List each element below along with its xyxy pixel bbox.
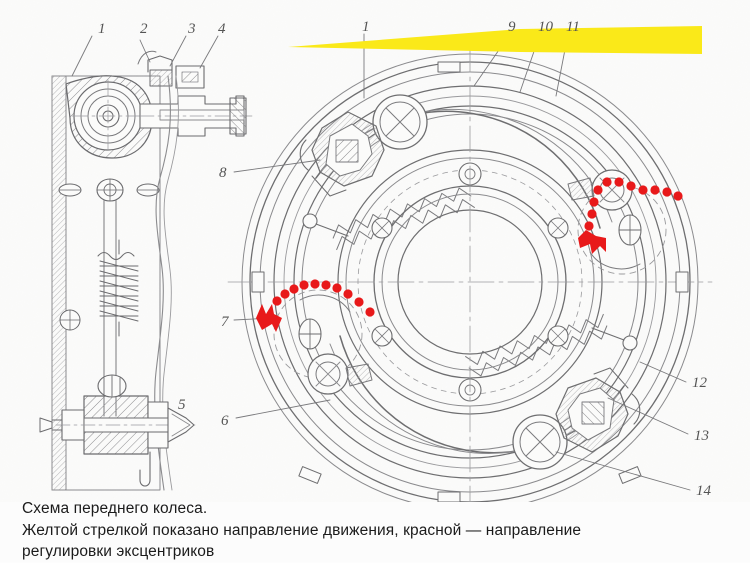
callout-8: 8	[219, 165, 227, 181]
callout-11: 11	[566, 19, 580, 35]
wheel-cylinder-lower	[512, 327, 641, 470]
caption-line-1: Схема переднего колеса.	[22, 500, 208, 517]
caption-line-2: Желтой стрелкой показано направление дви…	[22, 521, 582, 539]
callout-1-upper: 1	[362, 19, 370, 35]
callout-3: 3	[188, 21, 196, 37]
callout-9: 9	[508, 19, 516, 35]
lower-hub-section	[39, 374, 197, 487]
callout-5: 5	[178, 397, 186, 413]
callout-4: 4	[218, 21, 226, 37]
leader-lines	[71, 33, 691, 491]
callout-14: 14	[696, 483, 711, 499]
callout-2: 2	[140, 21, 148, 37]
callout-6: 6	[221, 413, 229, 429]
eccentric-adjuster-left	[273, 289, 373, 395]
eccentric-adjust-arrow-right	[578, 177, 683, 254]
eccentric-adjuster-right	[567, 169, 667, 275]
callout-1: 1	[98, 21, 106, 37]
figure-caption: Схема переднего колеса. Желтой стрелкой …	[22, 498, 734, 563]
direction-of-motion-arrow	[288, 26, 702, 54]
callout-13: 13	[694, 428, 709, 444]
technical-drawing	[0, 0, 750, 502]
wheel-cylinder-upper	[299, 94, 428, 237]
callout-7: 7	[221, 314, 229, 330]
section-view-left	[39, 50, 253, 491]
callout-12: 12	[692, 375, 707, 391]
callout-10: 10	[538, 19, 553, 35]
caption-line-3: регулировки эксцентриков	[22, 543, 215, 560]
eccentric-adjust-arrow-left	[256, 279, 375, 332]
brake-assembly-plan-view	[227, 45, 713, 502]
